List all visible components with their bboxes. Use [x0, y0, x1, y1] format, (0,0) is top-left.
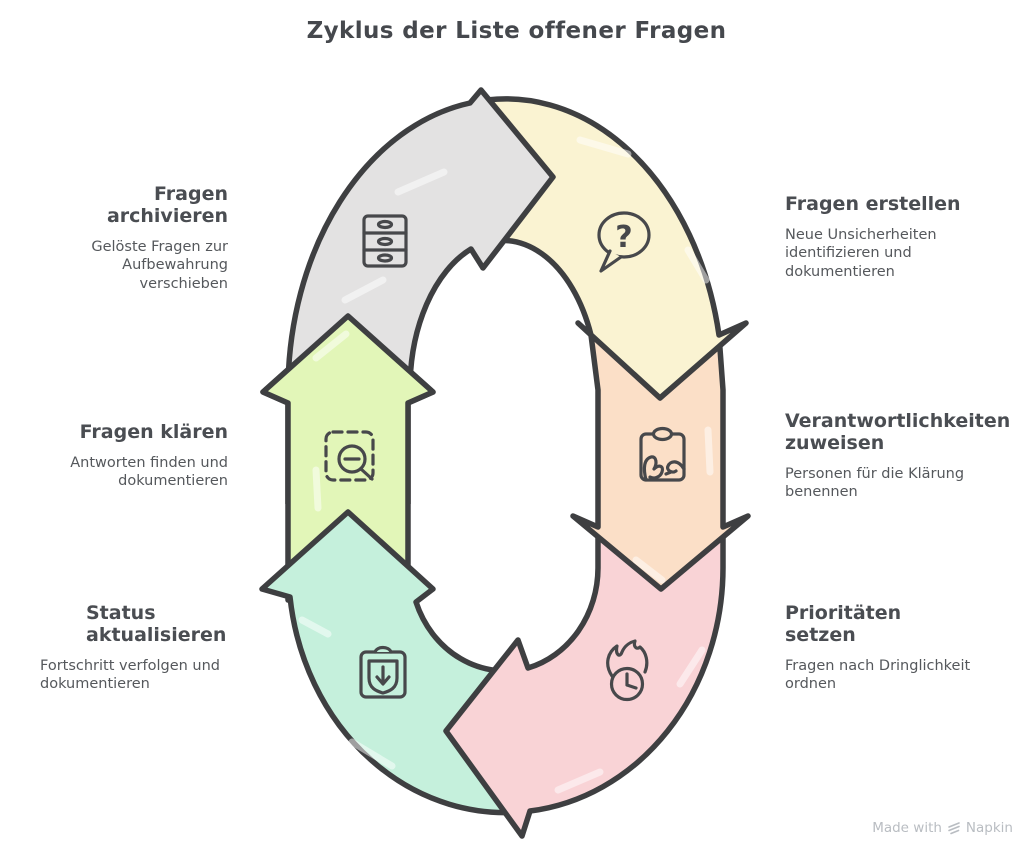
segment-prioritaeten-setzen-arrow [443, 524, 726, 839]
step-description: Neue Unsicherheiten identifizieren und d… [785, 227, 937, 280]
segment-fragen-klaeren-arrow-top [260, 313, 436, 504]
step-label: Verantwortlichkeiten zuweisen [785, 410, 1011, 455]
step-description: Gelöste Fragen zur Aufbewahrung verschie… [91, 239, 228, 292]
archive-drawers-icon [362, 214, 408, 268]
step-prioritaeten-setzen: Prioritäten setzen Fragen nach Dringlich… [785, 602, 1030, 694]
step-fragen-erstellen: Fragen erstellen Neue Unsicherheiten ide… [785, 193, 1025, 281]
step-description: Personen für die Klärung benennen [785, 466, 965, 501]
step-label: Prioritäten setzen [785, 602, 902, 647]
step-status-aktualisieren: Status aktualisieren Fortschritt verfolg… [40, 602, 235, 694]
zoom-selection-icon [324, 430, 375, 482]
step-description: Fragen nach Dringlichkeit ordnen [785, 658, 971, 693]
step-label: Fragen erstellen [785, 193, 961, 215]
step-fragen-archivieren: Fragen archivieren Gelöste Fragen zur Au… [38, 183, 228, 293]
step-description: Antworten finden und dokumentieren [70, 455, 228, 490]
segment-verantwortlichkeiten-arrow [570, 332, 751, 592]
step-label: Fragen klären [79, 421, 228, 443]
step-label: Fragen archivieren [106, 183, 228, 228]
watermark-brand: Napkin [965, 820, 1013, 836]
status-shield-download-icon [359, 645, 407, 699]
question-mark-glyph: ? [615, 220, 632, 255]
step-description: Fortschritt verfolgen und dokumentieren [40, 658, 221, 693]
step-fragen-klaeren: Fragen klären Antworten finden und dokum… [28, 421, 228, 491]
step-verantwortlichkeiten-zuweisen: Verantwortlichkeiten zuweisen Personen f… [785, 410, 1033, 502]
urgency-flame-clock-icon [606, 639, 649, 702]
texture-marks [298, 136, 714, 794]
watermark-prefix: Made with [872, 820, 942, 836]
napkin-logo-icon [948, 822, 960, 835]
page-title: Zyklus der Liste offener Fragen [306, 18, 727, 44]
question-speech-bubble-icon: ? [597, 211, 651, 273]
step-label: Status aktualisieren [86, 602, 227, 647]
napkin-watermark-link[interactable]: Made with Napkin [872, 820, 1013, 836]
clipboard-hands-icon [639, 426, 686, 482]
